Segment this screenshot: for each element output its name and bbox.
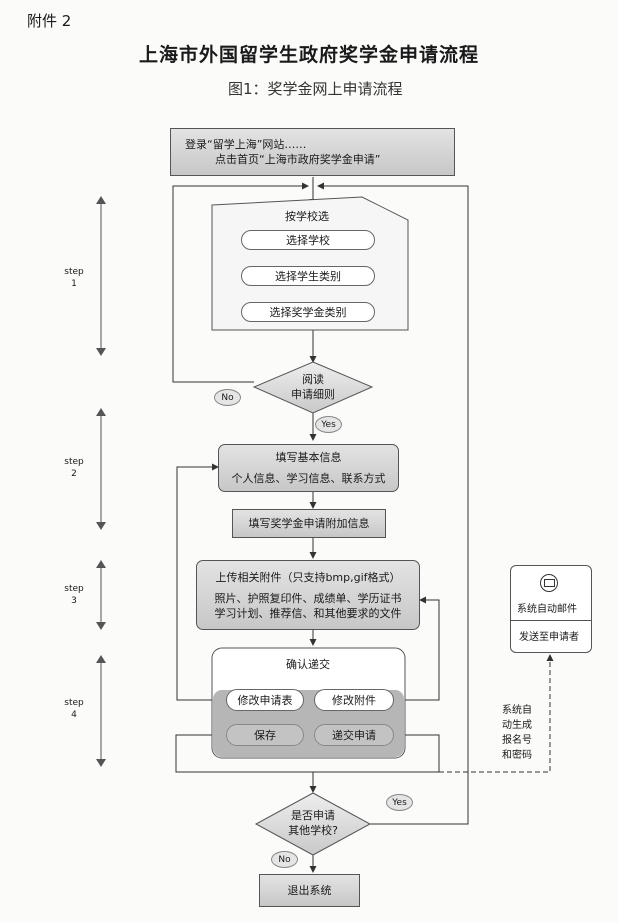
other-school-line2: 其他学校? <box>288 824 338 837</box>
upload-title: 上传相关附件（只支持bmp,gif格式） <box>215 570 401 584</box>
basic-info-detail: 个人信息、学习信息、联系方式 <box>231 472 386 485</box>
upload-box: 上传相关附件（只支持bmp,gif格式） 照片、护照复印件、成绩单、学历证书 学… <box>196 560 420 630</box>
school-select-title: 按学校选 <box>285 210 329 223</box>
read-rules-decision: 阅读 申请细则 <box>263 370 363 404</box>
figure-caption: 图1：奖学金网上申请流程 <box>228 80 403 98</box>
edit-attachment-button: 修改附件 <box>314 689 394 711</box>
attachment-label: 附件 2 <box>27 12 72 30</box>
select-school-item: 选择学校 <box>241 230 375 250</box>
page-title: 上海市外国留学生政府奖学金申请流程 <box>138 44 479 66</box>
login-line1: 登录“留学上海”网站…… <box>185 138 307 151</box>
other-school-decision: 是否申请 其他学校? <box>263 806 363 840</box>
exit-system-box: 退出系统 <box>259 874 360 907</box>
upload-detail-line2: 学习计划、推荐信、和其他要求的文件 <box>214 606 402 620</box>
email-box-title: 系统自动邮件 <box>517 604 577 615</box>
select-scholarship-type-item: 选择奖学金类别 <box>241 302 375 322</box>
step-2-label: step 2 <box>64 457 84 479</box>
email-box-action: 发送至申请者 <box>519 632 579 643</box>
auto-generate-line3: 报名号 <box>502 735 532 746</box>
read-rules-line1: 阅读 <box>302 373 324 386</box>
auto-generate-line1: 系统自 <box>502 705 532 716</box>
auto-generate-line2: 动生成 <box>502 720 532 731</box>
edit-form-button: 修改申请表 <box>226 689 304 711</box>
step-3-label: step 3 <box>64 584 84 606</box>
yes2-label: Yes <box>386 794 413 811</box>
auto-generate-line4: 和密码 <box>502 750 532 761</box>
extra-info-box: 填写奖学金申请附加信息 <box>232 509 386 538</box>
other-school-line1: 是否申请 <box>291 809 335 822</box>
no2-label: No <box>271 851 298 868</box>
select-student-type-item: 选择学生类别 <box>241 266 375 286</box>
login-line2: 点击首页“上海市政府奖学金申请” <box>215 153 381 166</box>
step-1-label: step 1 <box>64 267 84 289</box>
read-rules-line2: 申请细则 <box>291 388 335 401</box>
submit-button: 递交申请 <box>314 724 394 746</box>
step-4-label: step 4 <box>64 698 84 720</box>
login-box: 登录“留学上海”网站…… 点击首页“上海市政府奖学金申请” <box>170 128 455 176</box>
basic-info-box: 填写基本信息 个人信息、学习信息、联系方式 <box>218 444 399 492</box>
email-box-divider <box>510 620 592 621</box>
email-icon <box>540 574 558 592</box>
basic-info-title: 填写基本信息 <box>275 451 342 464</box>
confirm-title: 确认递交 <box>286 658 330 671</box>
no-label: No <box>214 389 241 406</box>
yes-label: Yes <box>315 416 342 433</box>
upload-detail-line1: 照片、护照复印件、成绩单、学历证书 <box>214 591 402 605</box>
save-button: 保存 <box>226 724 304 746</box>
